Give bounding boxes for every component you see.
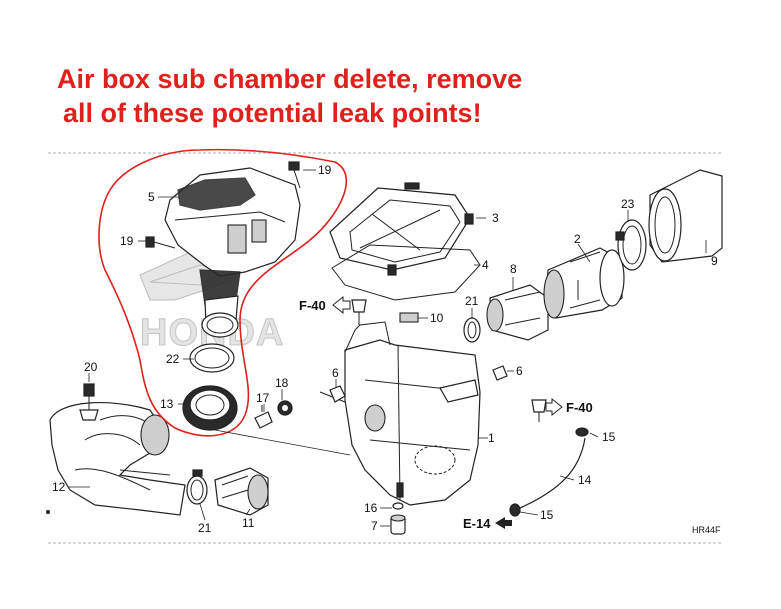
part-16-clip (392, 502, 404, 510)
part-2-filter-element (543, 247, 625, 319)
part-1-airbox (319, 321, 481, 506)
callout-9: 9 (711, 254, 718, 268)
part-18-grommet (277, 400, 293, 416)
part-8-connector (486, 284, 549, 341)
ref-label: F-40 (299, 298, 326, 313)
callout-13: 13 (160, 397, 174, 411)
highlight-outline (98, 148, 347, 437)
part-4-seal (331, 244, 481, 301)
callout-21a: 21 (465, 294, 479, 308)
headline-line-1: Air box sub chamber delete, remove (57, 64, 523, 94)
part-11-joint (214, 467, 269, 516)
callout-23: 23 (621, 197, 635, 211)
callout-20: 20 (84, 360, 98, 374)
part-23-clamp (615, 219, 647, 271)
callout-4: 4 (482, 258, 489, 272)
callout-19a: 19 (318, 163, 332, 177)
callout-11: 11 (242, 516, 255, 530)
ref-e14: E-14 (463, 516, 512, 531)
part-15-clamp-lower (509, 503, 521, 517)
callout-17: 17 (256, 391, 270, 405)
callout-7: 7 (371, 519, 378, 533)
part-21-clamp-lower (186, 469, 208, 505)
part-6-clip-left (329, 385, 346, 403)
callout-12: 12 (52, 480, 66, 494)
part-19-bolt-left (145, 236, 176, 249)
pin-fastener-right (531, 399, 547, 422)
ref-label: E-14 (463, 516, 491, 531)
callout-2: 2 (574, 232, 581, 246)
edge-marker-dot (46, 510, 50, 514)
callout-1: 1 (488, 431, 495, 445)
part-13-joint (182, 385, 238, 431)
ref-f40-left: F-40 (299, 295, 351, 315)
ref-label: F-40 (566, 400, 593, 415)
part-7-cap (390, 514, 406, 535)
headline-line-2: all of these potential leak points! (63, 98, 482, 128)
part-21-clamp-upper (463, 317, 481, 343)
pin-fastener-left (351, 299, 367, 325)
ref-f40-right: F-40 (545, 397, 593, 417)
part-9-outer-foam (648, 169, 723, 263)
callout-15a: 15 (602, 430, 616, 444)
diagram-code: HR44F (692, 525, 721, 535)
part-19-bolt-upper (288, 161, 301, 189)
part-3-filter-cover (329, 182, 474, 276)
part-22-clamp (189, 343, 235, 373)
part-15-clamp-upper (575, 427, 589, 437)
callouts: 1 2 3 4 5 6 6 7 8 9 10 11 12 13 14 15 15… (52, 163, 718, 535)
part-10-pad (399, 312, 419, 323)
callout-3: 3 (492, 211, 499, 225)
part-6-clip-right (492, 365, 508, 381)
sub-chamber-port (201, 312, 239, 338)
callout-15b: 15 (540, 508, 554, 522)
callout-6b: 6 (516, 364, 523, 378)
callout-21b: 21 (198, 521, 212, 535)
leader-lines (68, 169, 707, 527)
part-5-sub-chamber (164, 167, 301, 326)
callout-10: 10 (430, 311, 444, 325)
callout-22: 22 (166, 352, 180, 366)
callout-8: 8 (510, 262, 517, 276)
callout-14: 14 (578, 473, 592, 487)
part-20-bolt (79, 383, 99, 421)
callout-18: 18 (275, 376, 289, 390)
callout-16: 16 (364, 501, 378, 515)
part-14-breather-hose (519, 437, 586, 509)
callout-19b: 19 (120, 234, 134, 248)
callout-5: 5 (148, 190, 155, 204)
callout-6a: 6 (332, 366, 339, 380)
part-17-drain-plug (254, 405, 273, 429)
